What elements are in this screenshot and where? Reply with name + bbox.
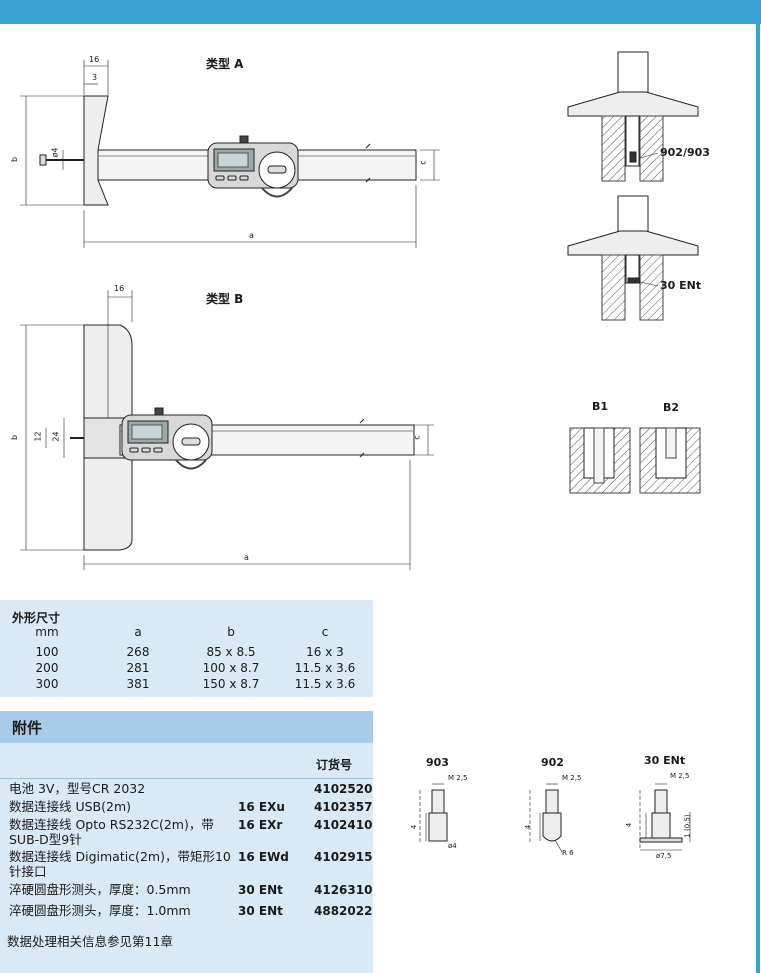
- dim-a-16: 16: [89, 55, 100, 64]
- cell: 300: [35, 677, 59, 691]
- accessory-order: 4102410: [314, 818, 373, 832]
- accessory-name: 数据连接线 Opto RS232C(2m)，带SUB-D型9针: [9, 817, 214, 847]
- accessory-order: 4102357: [314, 800, 373, 814]
- cell: 100: [35, 645, 59, 659]
- dim-a-b: b: [10, 156, 20, 163]
- tip-30ent-thread: M 2,5: [670, 772, 690, 780]
- table-row: 300 381 150 x 8.7 11.5 x 3.6: [0, 677, 373, 693]
- tip-902-thread: M 2,5: [562, 774, 582, 782]
- tip-903-height: 4: [410, 824, 419, 830]
- accessory-code: 16 EXr: [238, 818, 283, 832]
- type-b-title: 类型 B: [206, 292, 244, 306]
- probe-hole-detail-30ent: [567, 195, 699, 321]
- tip-903-diameter: ø4: [448, 842, 457, 850]
- table-row: 100 268 85 x 8.5 16 x 3: [0, 645, 373, 661]
- tip-902-drawing: [529, 783, 563, 853]
- cell: 85 x 8.5: [206, 645, 256, 659]
- dimensions-title: 外形尺寸: [12, 611, 61, 625]
- b1-b2-detail: [569, 427, 701, 494]
- accessory-order: 4882022: [314, 904, 373, 918]
- accessory-order: 4126310: [314, 883, 373, 897]
- tip-903-drawing: [419, 783, 448, 843]
- tip-30ent-diameter: ø7,5: [656, 852, 672, 860]
- accessory-name: 电池 3V，型号CR 2032: [9, 781, 146, 796]
- cell: 268: [126, 645, 150, 659]
- accessory-name: 淬硬圆盘形测头，厚度：1.0mm: [9, 903, 191, 918]
- dim-a-3: 3: [92, 73, 98, 82]
- accessories-header: 附件: [0, 711, 373, 743]
- cell: 281: [126, 661, 150, 675]
- dimensions-table: 外形尺寸 mm a b c 100 268 85 x 8.5 16 x 3 20…: [0, 600, 373, 697]
- dim-b-a: a: [244, 553, 249, 562]
- divider: [0, 778, 373, 779]
- dim-a-a: a: [249, 231, 254, 240]
- dim-a-c: c: [418, 160, 428, 165]
- label-b2: B2: [663, 401, 680, 414]
- cell: 16 x 3: [306, 645, 344, 659]
- dimensions-header-row: mm a b c: [0, 625, 373, 641]
- tip-30ent-title: 30 ENt: [644, 754, 686, 767]
- accessory-order: 4102520: [314, 782, 373, 796]
- tip-30ent-thickness: 1 (0,5): [683, 814, 692, 838]
- type-a-title: 类型 A: [206, 57, 244, 71]
- dim-a-d4: ø4: [50, 147, 60, 158]
- cell: 11.5 x 3.6: [294, 677, 356, 691]
- accessory-code: 16 EXu: [238, 800, 285, 814]
- label-b1: B1: [592, 400, 609, 413]
- label-902-903: 902/903: [660, 146, 710, 159]
- tip-903-thread: M 2,5: [448, 774, 468, 782]
- tip-903-title: 903: [426, 756, 449, 769]
- header-mm: mm: [35, 625, 59, 639]
- dim-b-24: 24: [51, 431, 61, 442]
- accessory-code: 30 ENt: [238, 904, 283, 918]
- dim-b-b: b: [10, 434, 20, 441]
- tip-902-height: 4: [524, 824, 533, 830]
- probe-hole-detail-902-903: [567, 51, 699, 182]
- header-c: c: [321, 625, 329, 639]
- type-b-drawing: [20, 290, 434, 570]
- accessory-name: 数据连接线 USB(2m): [9, 799, 132, 814]
- type-a-drawing: [20, 60, 440, 248]
- top-banner: [0, 0, 761, 24]
- cell: 150 x 8.7: [202, 677, 260, 691]
- cell: 11.5 x 3.6: [294, 661, 356, 675]
- accessories-table: 附件 订货号 电池 3V，型号CR 2032 4102520 数据连接线 USB…: [0, 711, 373, 973]
- header-a: a: [134, 625, 142, 639]
- dim-b-16: 16: [114, 284, 125, 293]
- dim-b-12: 12: [33, 431, 43, 442]
- tip-902-title: 902: [541, 756, 564, 769]
- accessory-name: 淬硬圆盘形测头，厚度：0.5mm: [9, 882, 191, 897]
- tip-30ent-drawing: [639, 783, 691, 851]
- header-b: b: [227, 625, 235, 639]
- accessory-code: 16 EWd: [238, 850, 289, 864]
- table-row: 200 281 100 x 8.7 11.5 x 3.6: [0, 661, 373, 677]
- accessory-order: 4102915: [314, 850, 373, 864]
- footnote: 数据处理相关信息参见第11章: [7, 934, 173, 949]
- cell: 100 x 8.7: [202, 661, 260, 675]
- tip-30ent-height: 4: [625, 822, 634, 828]
- order-number-header: 订货号: [316, 758, 353, 772]
- label-30ent: 30 ENt: [660, 279, 702, 292]
- accessory-name: 数据连接线 Digimatic(2m)，带矩形10针接口: [9, 849, 231, 879]
- cell: 381: [126, 677, 150, 691]
- right-edge-rule: [756, 24, 760, 973]
- cell: 200: [35, 661, 59, 675]
- accessories-title: 附件: [12, 719, 43, 737]
- accessory-code: 30 ENt: [238, 883, 283, 897]
- dim-b-c: c: [412, 435, 422, 440]
- tip-902-radius: R 6: [562, 849, 574, 857]
